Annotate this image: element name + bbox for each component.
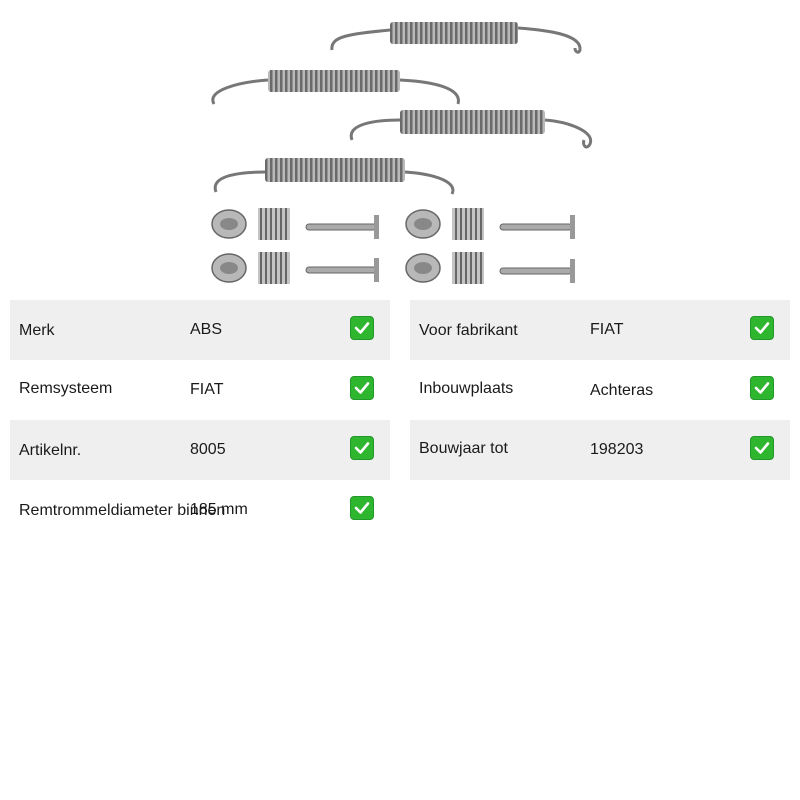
spring-3: [349, 110, 593, 149]
spec-value: 8005: [190, 441, 226, 458]
spec-value: Achteras: [590, 382, 654, 399]
spec-value: 198203: [590, 441, 644, 458]
spring-2: [211, 70, 460, 105]
check-icon: [350, 316, 374, 340]
check-icon: [750, 316, 774, 340]
check-icon: [350, 496, 374, 520]
spring-4: [213, 158, 455, 195]
check-icon: [750, 376, 774, 400]
spec-table-left: Merk ABS Remsysteem FIAT Artikelnr. 8005…: [10, 300, 390, 540]
spec-value: FIAT: [590, 321, 624, 338]
spec-row-remtrommeldiameter: Remtrommeldiameter binnen 185 mm: [10, 480, 390, 540]
hardware-set-1: [211, 208, 575, 240]
spec-label: Bouwjaar tot: [419, 440, 508, 457]
spec-row-bouwjaar-tot: Bouwjaar tot 198203: [410, 420, 790, 480]
hardware-set-2: [211, 252, 575, 284]
spec-row-artikelnr: Artikelnr. 8005: [10, 420, 390, 480]
spec-value: FIAT: [190, 381, 224, 398]
spec-row-inbouwplaats: Inbouwplaats Achteras: [410, 360, 790, 420]
spec-label: Merk: [19, 322, 55, 339]
check-icon: [350, 376, 374, 400]
spec-value: ABS: [190, 321, 223, 338]
spec-row-voor-fabrikant: Voor fabrikant FIAT: [410, 300, 790, 360]
spec-label: Voor fabrikant: [419, 322, 518, 339]
product-image: [211, 22, 593, 284]
spring-1: [330, 22, 582, 54]
spec-label: Artikelnr.: [19, 442, 82, 459]
check-icon: [750, 436, 774, 460]
spec-label: Inbouwplaats: [419, 380, 514, 397]
check-icon: [350, 436, 374, 460]
spec-label: Remsysteem: [19, 380, 113, 397]
spec-row-merk: Merk ABS: [10, 300, 390, 360]
spec-table-right: Voor fabrikant FIAT Inbouwplaats Achtera…: [410, 300, 790, 480]
spec-label: Remtrommeldiameter binnen: [19, 502, 226, 519]
spec-value: 185 mm: [190, 501, 248, 518]
spec-row-remsysteem: Remsysteem FIAT: [10, 360, 390, 420]
